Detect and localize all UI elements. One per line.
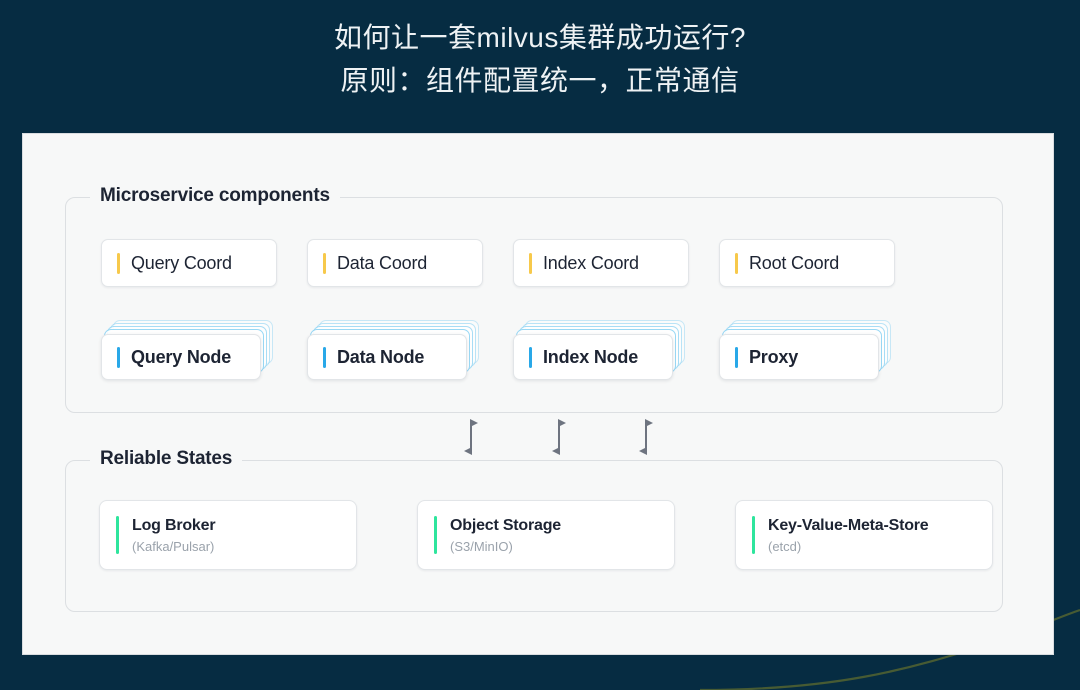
card-query-coord[interactable]: Query Coord [101,239,277,287]
coord-card-row: Query Coord Data Coord Index Coord Root … [101,239,1001,287]
card-subtitle: (S3/MinIO) [450,538,513,554]
card-key-value-meta-store[interactable]: Key-Value-Meta-Store (etcd) [735,500,993,570]
card-data-node[interactable]: Data Node [307,320,483,382]
card-label: Root Coord [749,252,840,273]
node-card-face[interactable]: Data Node [307,334,467,380]
group-legend-reliable-states: Reliable States [90,448,243,470]
accent-bar-icon [735,346,738,368]
card-title: Log Broker [132,516,216,534]
card-index-node[interactable]: Index Node [513,320,689,382]
node-card-face[interactable]: Proxy [719,334,879,380]
title-line-2: 原则：组件配置统一，正常通信 [340,65,740,96]
connector-arrows [464,419,653,455]
slide-title: 如何让一套milvus集群成功运行? 原则：组件配置统一，正常通信 [0,16,1080,102]
card-label: Data Node [337,346,425,367]
accent-bar-icon [752,516,755,554]
accent-bar-icon [735,252,738,274]
accent-bar-icon [116,516,119,554]
card-subtitle: (etcd) [768,538,802,554]
group-reliable-states: Reliable States [65,448,1003,612]
card-subtitle: (Kafka/Pulsar) [132,538,215,554]
title-line-1: 如何让一套milvus集群成功运行? [334,22,746,53]
accent-bar-icon [117,252,120,274]
card-label: Index Coord [543,252,639,273]
card-label: Data Coord [337,252,428,273]
accent-bar-icon [323,346,326,368]
accent-bar-icon [323,252,326,274]
card-object-storage[interactable]: Object Storage (S3/MinIO) [417,500,675,570]
card-data-coord[interactable]: Data Coord [307,239,483,287]
accent-bar-icon [529,346,532,368]
card-title: Key-Value-Meta-Store [768,516,929,534]
node-card-face[interactable]: Query Node [101,334,261,380]
card-title: Object Storage [450,516,562,534]
card-root-coord[interactable]: Root Coord [719,239,895,287]
card-label: Index Node [543,346,639,367]
card-label: Query Coord [131,252,232,273]
card-label: Proxy [749,346,799,367]
state-card-row: Log Broker (Kafka/Pulsar) Object Storage… [99,500,1005,570]
card-index-coord[interactable]: Index Coord [513,239,689,287]
card-proxy[interactable]: Proxy [719,320,895,382]
accent-bar-icon [434,516,437,554]
accent-bar-icon [529,252,532,274]
card-query-node[interactable]: Query Node [101,320,277,382]
card-label: Query Node [131,346,232,367]
group-microservice-components: Microservice components [65,185,1003,413]
diagram-panel: Microservice components Query Coord Data… [22,133,1054,655]
card-text: Key-Value-Meta-Store (etcd) [768,516,929,555]
group-legend-microservice: Microservice components [90,185,340,207]
card-text: Log Broker (Kafka/Pulsar) [132,516,216,555]
node-card-row: Query Node Data Node Index Node [101,320,1001,382]
node-card-face[interactable]: Index Node [513,334,673,380]
accent-bar-icon [117,346,120,368]
card-text: Object Storage (S3/MinIO) [450,516,561,555]
card-log-broker[interactable]: Log Broker (Kafka/Pulsar) [99,500,357,570]
